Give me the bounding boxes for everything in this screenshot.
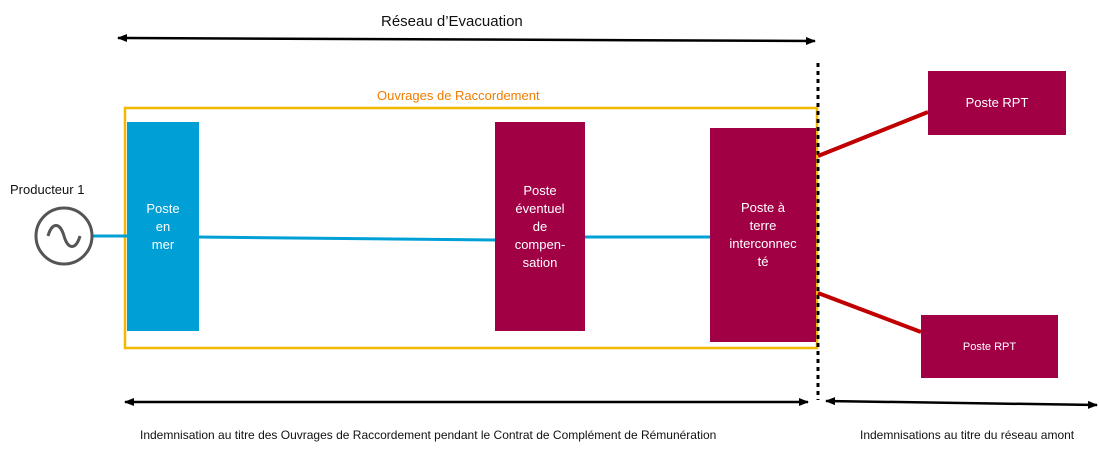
rpt-substation-top-box: Poste RPT <box>928 71 1066 135</box>
network-link-top <box>817 110 929 158</box>
diagram-title: Réseau d’Evacuation <box>381 13 523 30</box>
rpt-substation-bottom-box: Poste RPT <box>921 315 1058 378</box>
compensation-substation-label: Poste éventuel de compen- sation <box>514 182 566 270</box>
upstream-network-compensation-arrow <box>825 397 1098 409</box>
offshore-substation-box: Poste en mer <box>127 122 199 331</box>
enclosure-label: Ouvrages de Raccordement <box>377 88 540 103</box>
upstream-network-caption: Indemnisations au titre du réseau amont <box>860 428 1075 442</box>
onshore-substation-box: Poste à terre interconnec té <box>710 128 816 342</box>
network-link-bottom <box>817 291 922 334</box>
connection-works-enclosure <box>123 106 819 350</box>
ac-source-icon <box>34 206 94 266</box>
connection-works-caption: Indemnisation au titre des Ouvrages de R… <box>140 428 717 442</box>
producer-label: Producteur 1 <box>10 182 85 197</box>
offshore-substation-label: Poste en mer <box>146 200 180 252</box>
rpt-substation-top-label: Poste RPT <box>965 95 1029 110</box>
rpt-substation-bottom-label: Poste RPT <box>962 340 1017 353</box>
evacuation-network-arrow <box>117 34 816 45</box>
compensation-substation-box: Poste éventuel de compen- sation <box>495 122 585 331</box>
onshore-substation-label: Poste à terre interconnec té <box>729 200 797 269</box>
cable-offshore-to-compensation <box>197 235 497 242</box>
